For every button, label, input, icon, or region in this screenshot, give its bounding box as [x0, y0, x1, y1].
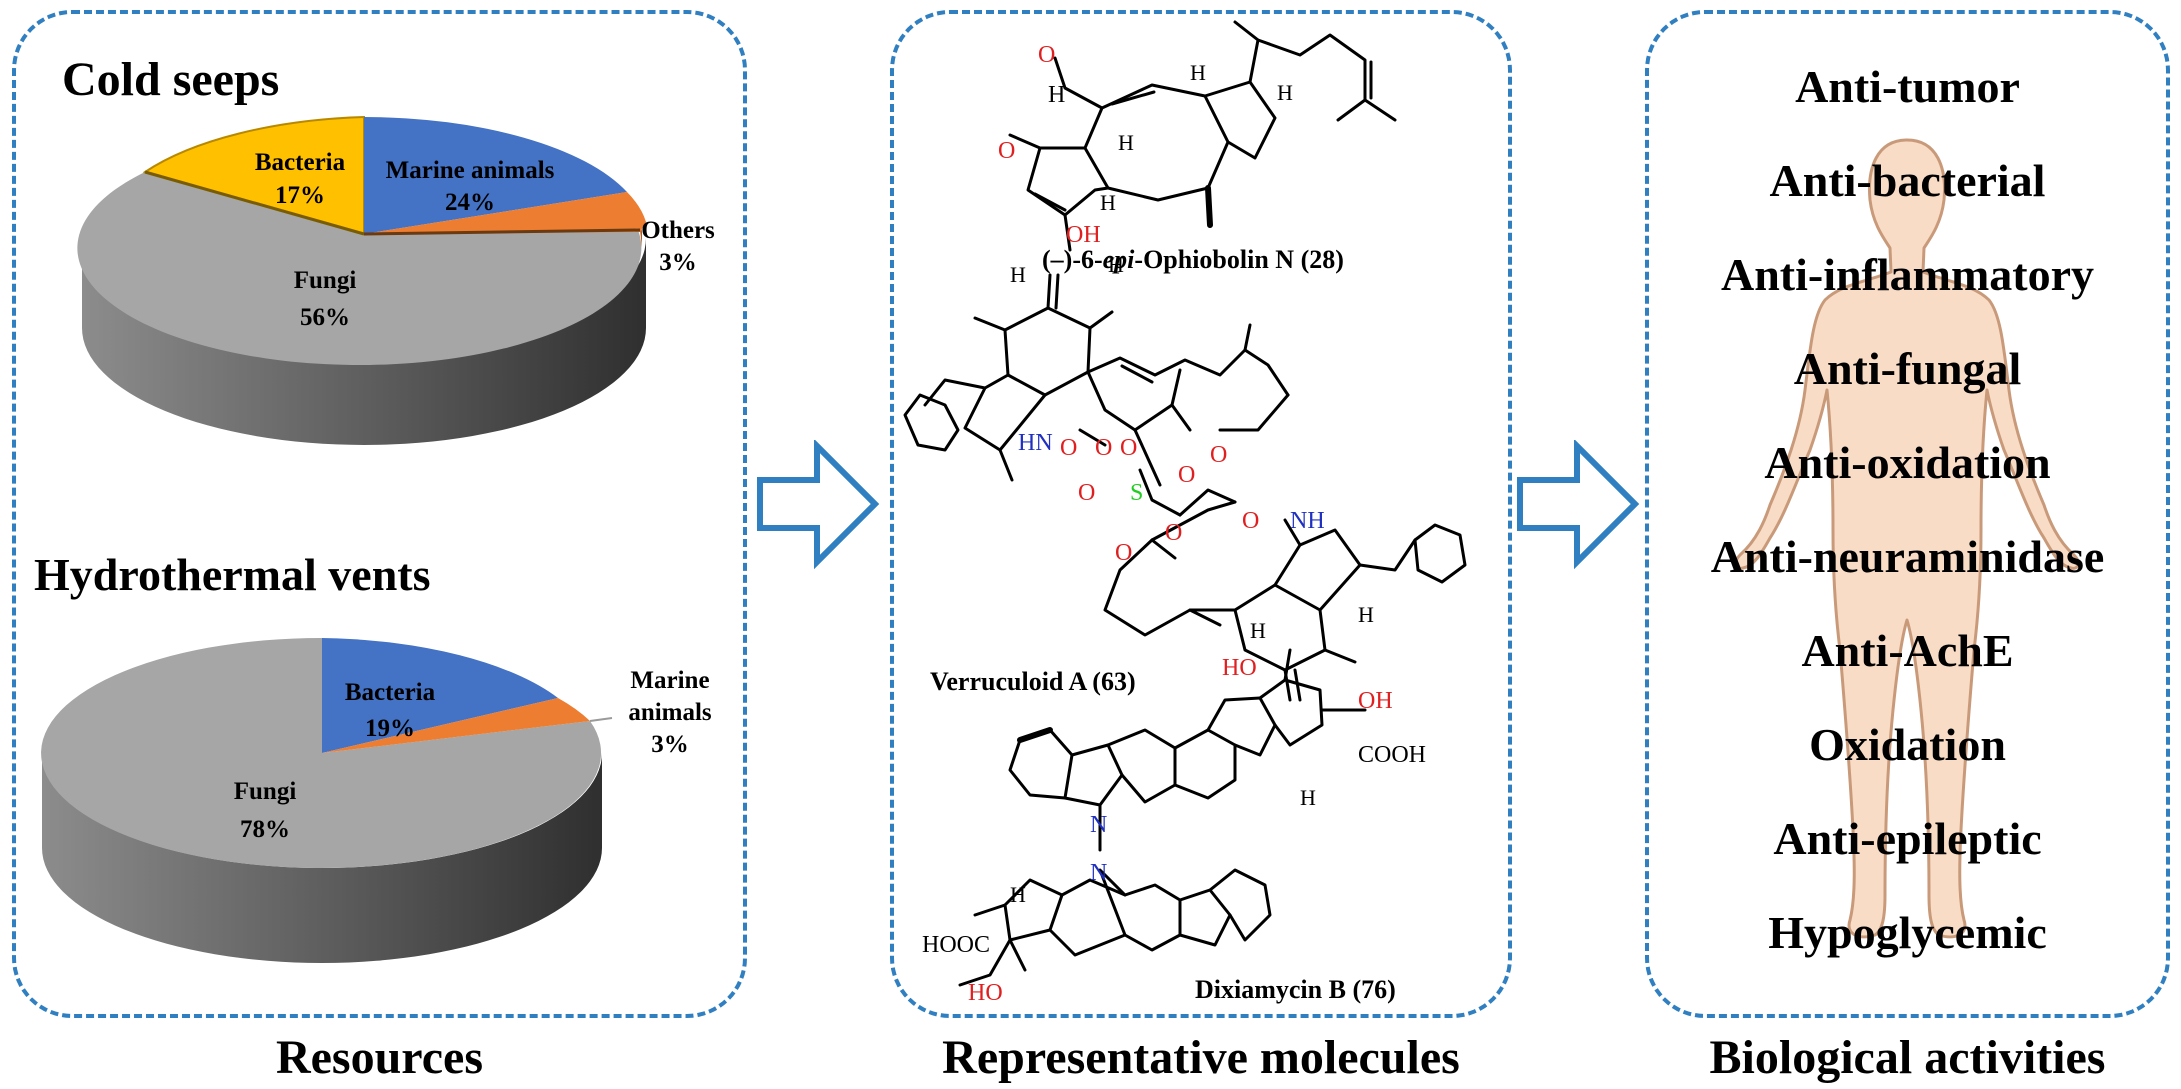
atom-h: H: [1100, 190, 1116, 215]
atom-o: O: [1210, 442, 1227, 468]
dixiamycin-label: Dixiamycin B (76): [1195, 975, 1396, 1004]
activity-item: Anti-AchE: [1801, 625, 2014, 676]
cold-seeps-pct-marine: 24%: [445, 189, 495, 216]
atom-o: O: [1242, 508, 1259, 534]
cold-seeps-pct-bacteria: 17%: [275, 182, 325, 209]
atom-h: H: [1048, 82, 1065, 108]
atom-hooc: HOOC: [922, 932, 990, 958]
activity-item: Anti-epileptic: [1773, 813, 2042, 864]
dixiamycin-structure: [958, 648, 1367, 987]
atom-h: H: [1300, 785, 1316, 810]
vents-pct-fungi: 78%: [240, 816, 290, 843]
atom-o: O: [1095, 435, 1112, 461]
hydrothermal-vents-pie-chart: Bacteria 19% Marine animals 3% Fungi 78%: [41, 637, 712, 963]
molecules-caption: Representative molecules: [942, 1031, 1460, 1084]
vents-label-fungi: Fungi: [234, 778, 297, 805]
ophiobolin-structure: [1008, 20, 1397, 252]
human-body-icon: [1734, 138, 2080, 939]
atom-h: H: [1358, 602, 1374, 627]
hydrothermal-vents-title: Hydrothermal vents: [34, 549, 431, 600]
atom-h: H: [1118, 130, 1134, 155]
cold-seeps-pct-others: 3%: [659, 249, 697, 276]
cold-seeps-pct-fungi: 56%: [300, 304, 350, 331]
verruculoid-label: Verruculoid A (63): [930, 667, 1136, 696]
vents-pct-marine: 3%: [651, 731, 689, 758]
cold-seeps-slice-bacteria: [142, 115, 365, 236]
activity-item: Anti-bacterial: [1769, 155, 2046, 206]
verruculoid-structure: [903, 273, 1467, 702]
activities-caption: Biological activities: [1709, 1031, 2106, 1084]
cold-seeps-slice-fungi: [77, 172, 642, 366]
cold-seeps-label-marine: Marine animals: [386, 157, 555, 184]
atom-h: H: [1250, 618, 1266, 643]
molecule-structures: O H O H H H H (–)-6-epi-Ophiobolin N (28…: [903, 20, 1467, 1006]
cold-seeps-label-others: Others: [641, 217, 715, 244]
activities-panel: [1645, 10, 2170, 1018]
cold-seeps-title: Cold seeps: [62, 53, 280, 106]
vents-pct-bacteria: 19%: [365, 715, 415, 742]
arrow-right-icon: [757, 440, 880, 570]
resources-caption: Resources: [275, 1031, 484, 1084]
atom-h: H: [1190, 60, 1206, 85]
vents-label-marine-2: animals: [628, 699, 712, 726]
molecules-panel: [890, 10, 1512, 1018]
activity-item: Anti-tumor: [1795, 61, 2020, 112]
vents-label-bacteria: Bacteria: [345, 679, 436, 706]
atom-h: H: [1010, 882, 1026, 907]
activity-item: Hypoglycemic: [1768, 907, 2047, 958]
cold-seeps-slice-others: [364, 192, 646, 234]
atom-o: O: [1038, 42, 1055, 68]
arrow-right-icon: [1517, 440, 1640, 570]
atom-h: H: [1108, 252, 1124, 277]
atom-o: O: [1165, 520, 1182, 546]
atom-cooh: COOH: [1358, 742, 1426, 768]
atom-h: H: [1277, 80, 1293, 105]
atom-h: H: [1010, 262, 1026, 287]
cold-seeps-label-bacteria: Bacteria: [255, 149, 346, 176]
vents-label-marine-1: Marine: [630, 667, 709, 694]
activity-item: Anti-neuraminidase: [1710, 531, 2105, 582]
atom-o: O: [1060, 435, 1077, 461]
atom-o: O: [1178, 462, 1195, 488]
atom-o: O: [1078, 480, 1095, 506]
atom-o: O: [1120, 435, 1137, 461]
atom-n: N: [1090, 860, 1107, 886]
vents-slice-marine-animals: [322, 698, 590, 753]
activity-item: Oxidation: [1809, 719, 2006, 770]
atom-oh: OH: [1066, 222, 1101, 248]
vents-slice-bacteria: [322, 638, 558, 753]
atom-nh: NH: [1290, 508, 1325, 534]
cold-seeps-slice-marine-animals: [364, 117, 627, 234]
atom-oh: OH: [1358, 688, 1393, 714]
cold-seeps-pie-chart: Marine animals 24% Others 3% Fungi 56% B…: [77, 115, 715, 445]
atom-o: O: [1115, 540, 1132, 566]
vents-pie-side: [42, 753, 602, 963]
activity-item: Anti-fungal: [1793, 343, 2022, 394]
resources-panel: [12, 10, 747, 1018]
atom-ho: HO: [968, 980, 1003, 1006]
activity-item: Anti-oxidation: [1764, 437, 2051, 488]
atom-s: S: [1130, 480, 1143, 506]
ophiobolin-label: (–)-6-epi-Ophiobolin N (28): [1042, 245, 1344, 274]
atom-n: N: [1090, 812, 1107, 838]
activity-item: Anti-inflammatory: [1720, 249, 2095, 300]
atom-ho: HO: [1222, 655, 1257, 681]
cold-seeps-label-fungi: Fungi: [294, 267, 357, 294]
atom-hn: HN: [1018, 430, 1053, 456]
vents-slice-fungi: [41, 637, 602, 868]
cold-seeps-pie-side: [82, 238, 646, 445]
atom-o: O: [998, 138, 1015, 164]
